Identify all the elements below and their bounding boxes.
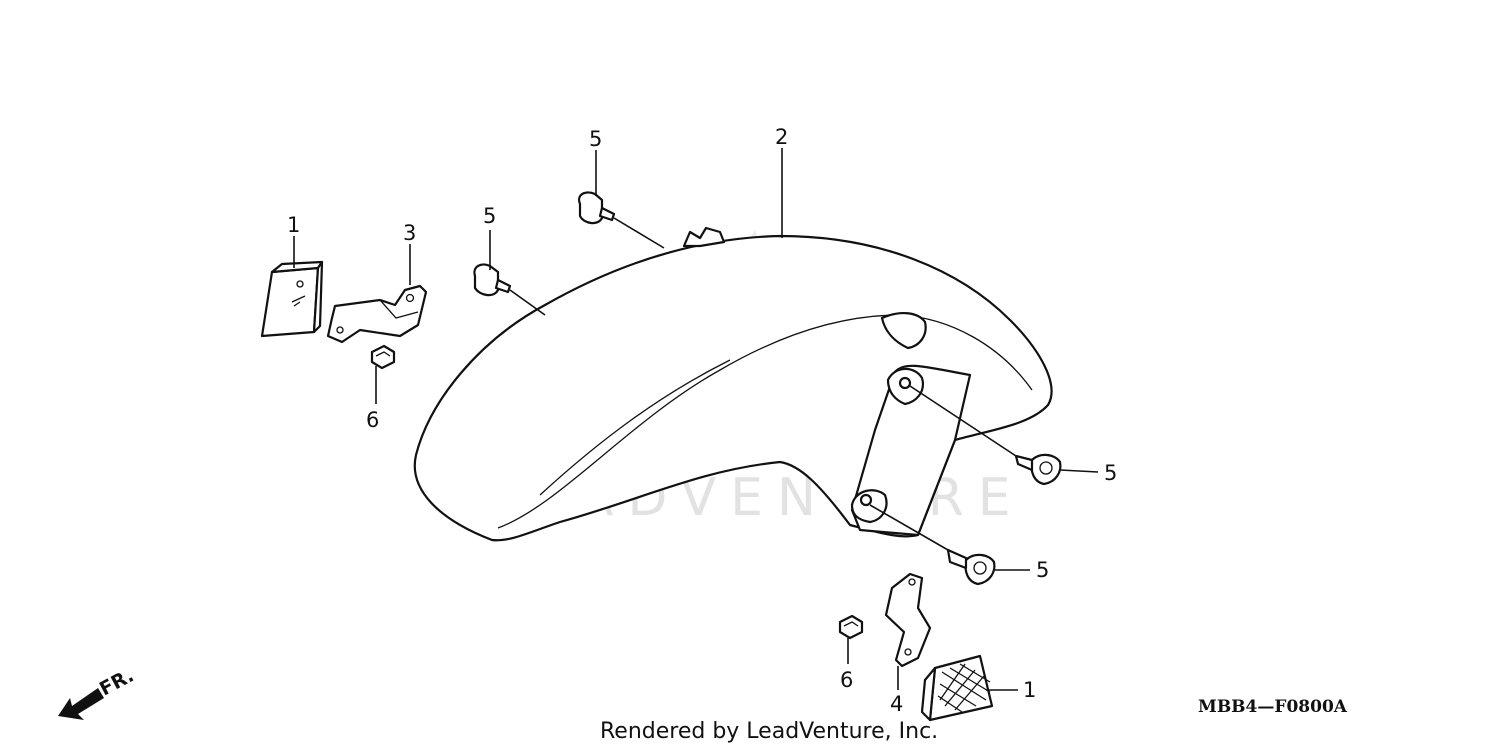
nut-right-part[interactable] bbox=[838, 614, 864, 640]
callout-6-right: 6 bbox=[840, 668, 853, 692]
reflector-right-part[interactable] bbox=[920, 654, 994, 722]
bolt-top-part[interactable] bbox=[578, 191, 616, 225]
diagram-code: MBB4—F0800A bbox=[1198, 697, 1348, 717]
bolt-right-upper-part[interactable] bbox=[1014, 453, 1062, 486]
bracket-right-part[interactable] bbox=[884, 572, 932, 668]
footer-credit: Rendered by LeadVenture, Inc. bbox=[600, 719, 938, 744]
callout-2: 2 bbox=[775, 125, 788, 149]
front-fender-part[interactable] bbox=[413, 226, 1053, 542]
callout-5-top: 5 bbox=[589, 127, 602, 151]
bolt-right-lower-part[interactable] bbox=[946, 548, 996, 586]
callout-1-left: 1 bbox=[287, 213, 300, 237]
nut-left-part[interactable] bbox=[370, 344, 396, 370]
callout-3: 3 bbox=[403, 221, 416, 245]
reflector-left-part[interactable] bbox=[260, 260, 324, 338]
direction-label: FR. bbox=[96, 664, 137, 700]
arrow-left-icon bbox=[58, 688, 104, 720]
callout-6-left: 6 bbox=[366, 408, 379, 432]
callout-5-right-lower: 5 bbox=[1036, 558, 1049, 582]
bolt-upper-left-part[interactable] bbox=[473, 263, 512, 297]
bracket-left-part[interactable] bbox=[326, 284, 428, 344]
leader-lines bbox=[293, 148, 1099, 691]
callout-5-upper-left: 5 bbox=[483, 204, 496, 228]
callout-1-right: 1 bbox=[1023, 678, 1036, 702]
callout-4: 4 bbox=[890, 692, 903, 716]
callout-labels: 1 3 6 5 5 2 5 5 6 4 1 bbox=[287, 125, 1117, 716]
callout-5-right-upper: 5 bbox=[1104, 461, 1117, 485]
front-direction-indicator: FR. bbox=[58, 664, 137, 720]
